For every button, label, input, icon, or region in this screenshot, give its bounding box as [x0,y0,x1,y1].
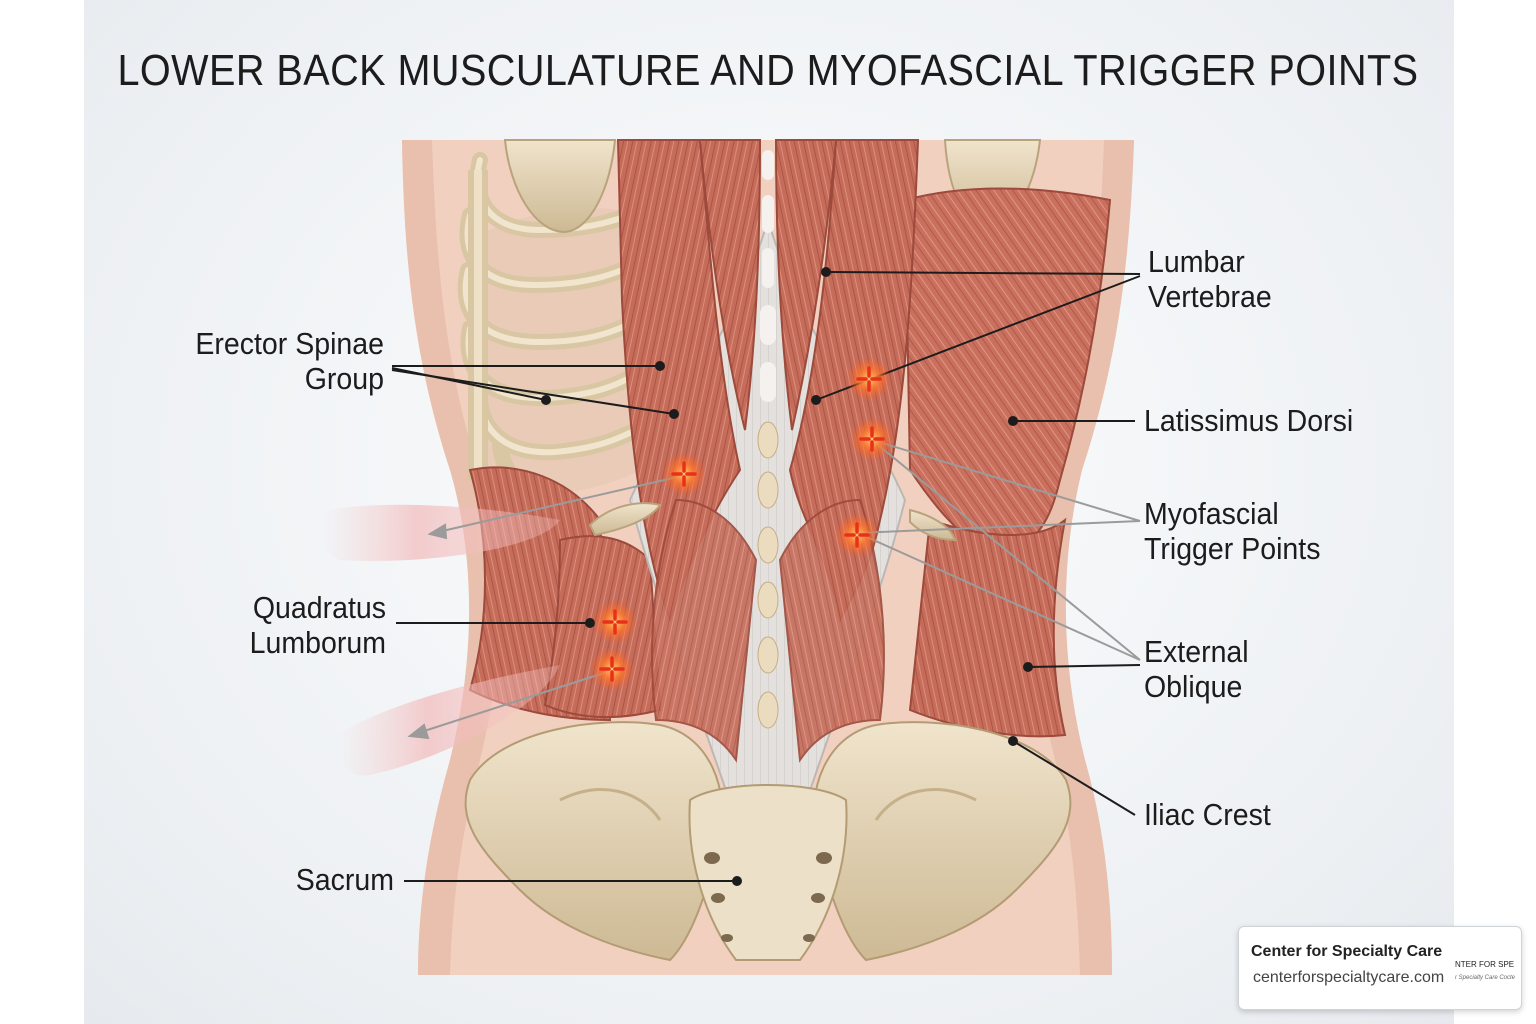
leader-lines [391,267,1141,886]
trigger-point-crosshair-icon [593,600,637,644]
erector-spinae-group [616,139,920,763]
watermark-card: Center for Specialty Care centerforspeci… [1238,926,1522,1010]
referred-pain-arrow-icon [417,669,614,734]
referred-pain-arrow-icon [437,474,687,533]
scapula-left [503,139,617,234]
watermark-mini-logo: NTER FOR SPE r Specialty Care Cocte [1455,960,1516,981]
referred-pain-zone-lower [338,665,560,776]
latissimus-dorsi [903,187,1112,562]
label-latissimus-dorsi: Latissimus Dorsi [1144,403,1354,438]
trigger-point-crosshair-icon [590,647,634,691]
iliac-crest-right [812,721,1072,962]
iliac-crest-left [464,721,724,962]
label-sacrum: Sacrum [295,862,394,897]
trigger-point-crosshair-icon [835,513,879,557]
trigger-point-crosshair-icon [850,417,894,461]
trigger-point-crosshair-icon [662,452,706,496]
watermark-name: Center for Specialty Care [1251,943,1443,960]
diagram-title: LOWER BACK MUSCULATURE AND MYOFASCIAL TR… [117,46,1419,95]
external-oblique [908,517,1067,738]
sacrum [688,784,848,961]
trigger-point-crosshair-icon [847,357,891,401]
label-iliac-crest: Iliac Crest [1144,797,1271,832]
watermark-url: centerforspecialtycare.com [1253,969,1445,986]
pelvis [464,721,1072,962]
trigger-points [590,357,894,691]
lumbar-vertebrae [757,150,779,729]
